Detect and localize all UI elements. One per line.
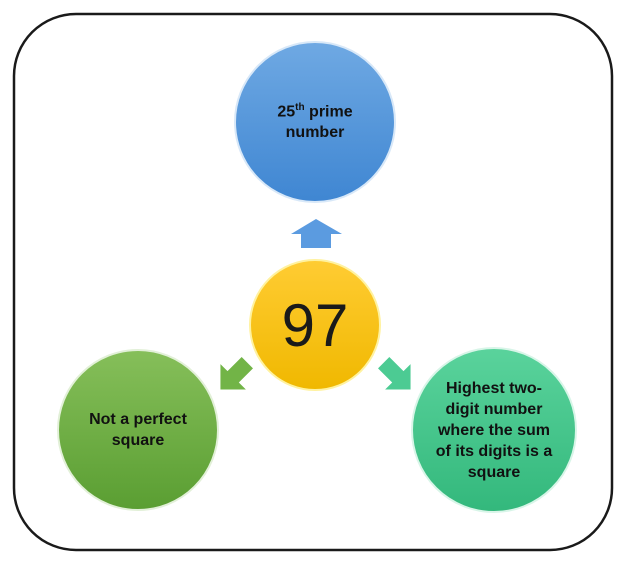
arrow-down-left-icon (220, 357, 253, 390)
node-top-circle (234, 41, 396, 203)
node-top-suffix: th (295, 101, 305, 113)
center-value: 97 (281, 291, 349, 359)
node-right-circle (411, 347, 577, 513)
center-circle (249, 259, 381, 391)
node-left-label: Not a perfect square (89, 411, 187, 449)
node-top-text: prime number (285, 103, 353, 142)
node-right-label: Highest two-digit number where the sum o… (435, 379, 553, 481)
node-top-number: 25 (277, 103, 296, 121)
node-left-circle (57, 349, 219, 511)
arrow-down-right-icon (378, 357, 411, 390)
arrow-up-icon (291, 219, 342, 248)
node-top-label: 25th prime number (255, 90, 375, 150)
